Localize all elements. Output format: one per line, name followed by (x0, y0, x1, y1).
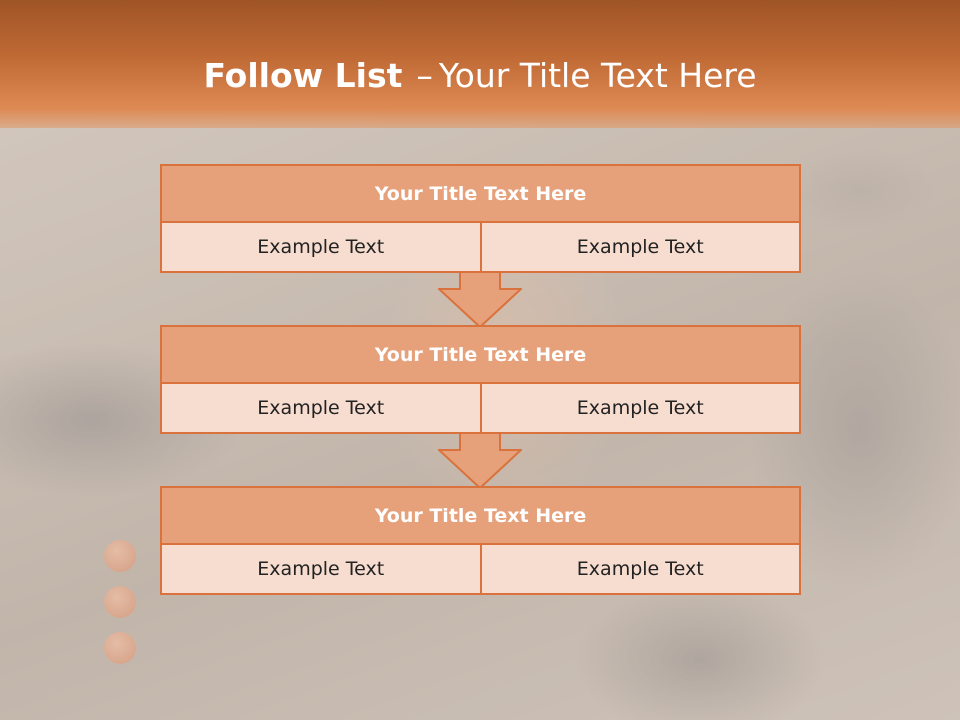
block-cell-right: Example Text (479, 545, 800, 593)
block-row: Example Text Example Text (162, 384, 799, 432)
list-block-3: Your Title Text Here Example Text Exampl… (160, 486, 801, 595)
block-title: Your Title Text Here (162, 488, 799, 545)
slide-title: Follow List–Your Title Text Here (0, 54, 960, 98)
title-banner (0, 0, 960, 128)
list-block-1: Your Title Text Here Example Text Exampl… (160, 164, 801, 273)
down-arrow-icon (438, 271, 522, 328)
block-row: Example Text Example Text (162, 545, 799, 593)
block-cell-right: Example Text (479, 384, 800, 432)
slide-title-dash: – (416, 56, 433, 95)
block-cell-left: Example Text (257, 558, 385, 580)
block-cell-left: Example Text (257, 397, 385, 419)
block-title: Your Title Text Here (162, 327, 799, 384)
slide-title-rest: Your Title Text Here (438, 56, 757, 95)
list-block-2: Your Title Text Here Example Text Exampl… (160, 325, 801, 434)
decorative-beads (98, 540, 142, 670)
block-title: Your Title Text Here (162, 166, 799, 223)
block-row: Example Text Example Text (162, 223, 799, 271)
block-cell-right: Example Text (479, 223, 800, 271)
slide-title-bold: Follow List (203, 56, 403, 95)
block-cell-left: Example Text (257, 236, 385, 258)
down-arrow-icon (438, 432, 522, 489)
